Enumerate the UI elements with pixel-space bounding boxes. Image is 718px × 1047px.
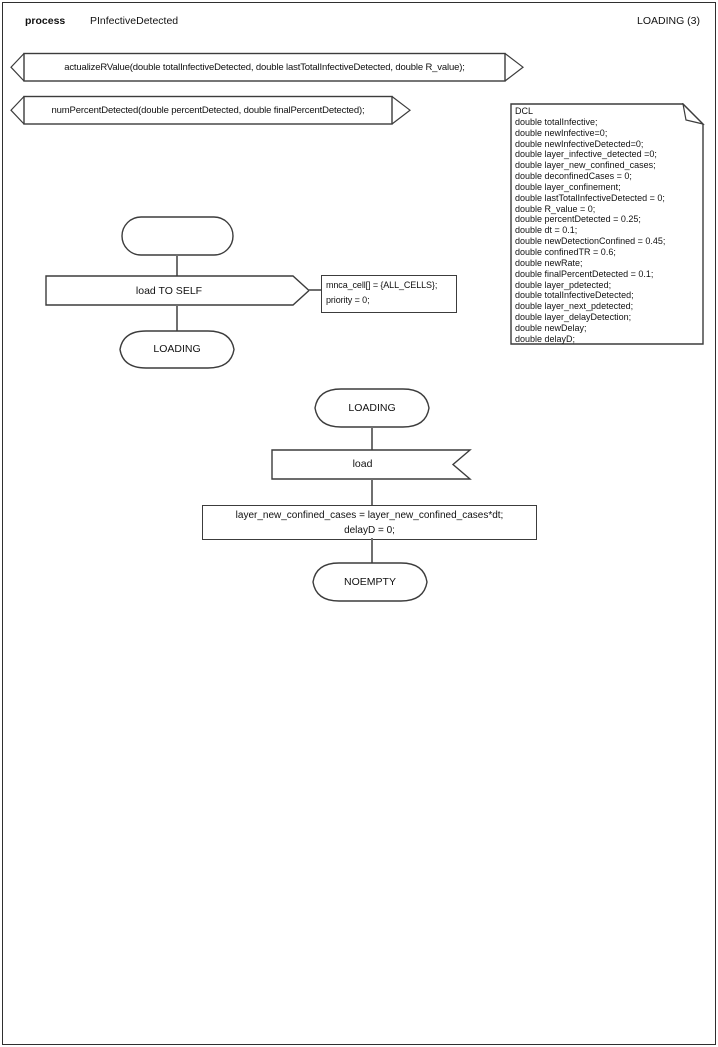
connector-input-to-task — [371, 479, 373, 506]
output-label: load TO SELF — [135, 284, 203, 297]
procedure-declaration-2: numPercentDetected(double percentDetecte… — [51, 104, 365, 116]
process-name: PInfectiveDetected — [90, 15, 179, 27]
output-symbol-load-to-self[interactable] — [45, 275, 311, 307]
state-label-noempty: NOEMPTY — [344, 576, 396, 588]
task-symbol[interactable]: layer_new_confined_cases = layer_new_con… — [202, 505, 537, 540]
dcl-note-symbol[interactable] — [510, 103, 705, 346]
page-state-label: LOADING (3) — [636, 15, 700, 27]
procedure-symbol-numPercentDetected[interactable] — [9, 95, 412, 126]
process-kind-label: process — [25, 15, 66, 27]
connector-output-to-state — [176, 305, 178, 332]
procedure-symbol-actualizeRValue[interactable] — [9, 52, 525, 83]
dcl-declarations-text: DCL double totalInfective; double newInf… — [515, 106, 666, 344]
output-comment-box[interactable]: mnca_cell[] = {ALL_CELLS}; priority = 0; — [321, 275, 457, 313]
connector-state-to-input — [371, 427, 373, 450]
state-label-loading-2: LOADING — [348, 402, 396, 414]
procedure-declaration-1: actualizeRValue(double totalInfectiveDet… — [64, 61, 465, 73]
state-symbol-loading-1[interactable] — [119, 330, 235, 369]
start-symbol[interactable] — [121, 216, 234, 256]
state-symbol-loading-2[interactable] — [314, 388, 430, 428]
connector-output-to-comment — [309, 289, 322, 291]
state-symbol-noempty[interactable] — [312, 562, 428, 602]
input-label: load — [352, 458, 373, 470]
connector-start-to-output — [176, 254, 178, 277]
input-symbol-load[interactable] — [271, 449, 472, 480]
state-label-loading-1: LOADING — [153, 343, 201, 355]
connector-task-to-state — [371, 538, 373, 563]
